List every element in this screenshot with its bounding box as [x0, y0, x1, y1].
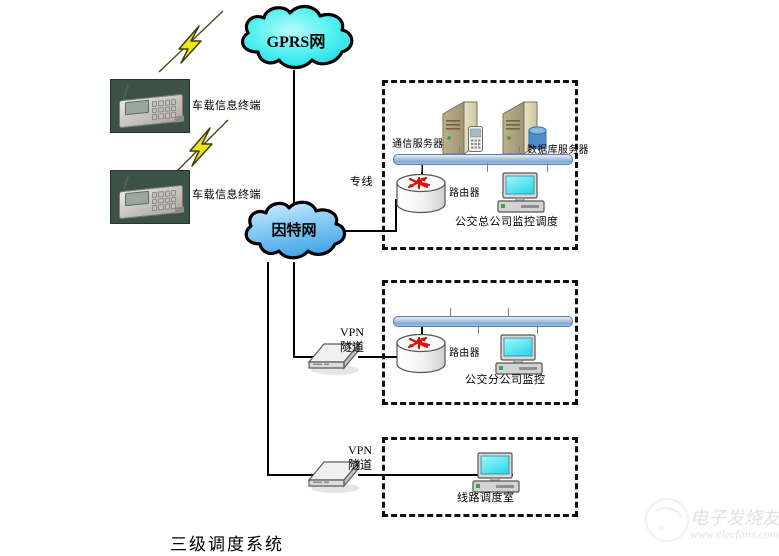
bus-tick	[547, 163, 548, 172]
branch-office-router-label: 路由器	[449, 348, 480, 359]
head-office-router-label: 路由器	[449, 188, 480, 199]
group-box-branch-office	[382, 280, 578, 405]
head-office-workstation-label: 公交总公司监控调度	[455, 216, 559, 228]
head-office-bus-bar	[393, 154, 573, 165]
vehicle-terminal-photo-bottom	[110, 170, 190, 224]
link-internet-trunk	[293, 262, 295, 357]
vehicle-terminal-label-top: 车载信息终端	[192, 100, 261, 112]
line-dispatch-vpn-gateway-icon	[307, 458, 361, 494]
vpn-label-line2: 隧道	[348, 458, 373, 472]
bus-tick	[478, 325, 479, 334]
terminal-screen-bottom	[125, 190, 149, 207]
bus-tick	[450, 308, 451, 317]
gprs-cloud-label: GPRS网	[266, 34, 326, 51]
bus-tick	[537, 325, 538, 334]
terminal-screen-top	[125, 99, 149, 116]
vpn-label-line2: 隧道	[340, 340, 365, 354]
head-office-workstation-icon	[497, 172, 545, 214]
diagram-caption: 三级调度系统	[170, 535, 284, 554]
link-gprs-to-internet	[293, 70, 295, 218]
branch-office-bus-bar	[393, 316, 573, 327]
bus-tick	[508, 308, 509, 317]
bus-tick	[519, 146, 520, 155]
branch-office-router-icon	[396, 334, 446, 374]
comm-server-label: 通信服务器	[392, 139, 444, 150]
vpn-label-line1: VPN	[340, 325, 365, 339]
link-line-gw-to-pc	[358, 474, 513, 476]
database-badge-icon	[528, 126, 547, 150]
db-server-label: 数据库服务器	[527, 145, 589, 156]
link-head-router-to-bus	[421, 160, 423, 182]
watermark-brand-text: 电子发烧友	[690, 508, 779, 528]
group-box-head-office	[382, 80, 578, 250]
gprs-cloud: GPRS网	[232, 2, 360, 74]
vehicle-terminal-label-bottom: 车载信息终端	[192, 189, 261, 201]
watermark-logo-icon	[643, 495, 695, 545]
link-internet-to-branch-gw	[293, 356, 318, 358]
dedicated-line-label: 专线	[350, 176, 373, 188]
vpn-tunnel-label-line-dispatch: VPN 隧道	[348, 443, 372, 473]
link-head-router-drop	[395, 205, 397, 231]
link-internet-trunk-lower	[267, 262, 269, 475]
branch-vpn-gateway-icon	[307, 340, 361, 376]
link-internet-to-line-gw	[267, 474, 319, 476]
vpn-tunnel-label-branch: VPN 隧道	[340, 325, 364, 355]
line-dispatch-workstation-label: 线路调度室	[457, 492, 515, 504]
head-office-router-icon	[396, 174, 446, 214]
bus-tick	[459, 146, 460, 155]
group-box-line-dispatch	[382, 437, 578, 517]
link-internet-to-head-office	[345, 230, 397, 232]
branch-office-workstation-label: 公交分公司监控	[465, 374, 546, 386]
terminal-connector-top	[175, 115, 184, 123]
line-dispatch-workstation-icon	[472, 452, 520, 494]
vehicle-terminal-photo-top	[110, 79, 190, 133]
phone-badge-icon	[468, 126, 483, 152]
watermark-url-text: www.elecfans.com	[690, 527, 779, 541]
terminal-keypad-bottom	[152, 189, 176, 212]
bus-tick	[421, 163, 422, 172]
link-branch-router-to-bus	[421, 322, 423, 344]
branch-office-workstation-icon	[495, 334, 543, 376]
terminal-antenna-bottom	[122, 175, 130, 190]
terminal-connector-bottom	[175, 206, 184, 214]
terminal-antenna-top	[122, 84, 130, 99]
internet-cloud-label: 因特网	[271, 223, 317, 239]
lightning-bolt-top	[155, 8, 227, 76]
terminal-keypad-top	[152, 98, 176, 121]
vpn-label-line1: VPN	[348, 443, 373, 457]
internet-cloud: 因特网	[237, 198, 351, 264]
bus-tick	[487, 163, 488, 172]
